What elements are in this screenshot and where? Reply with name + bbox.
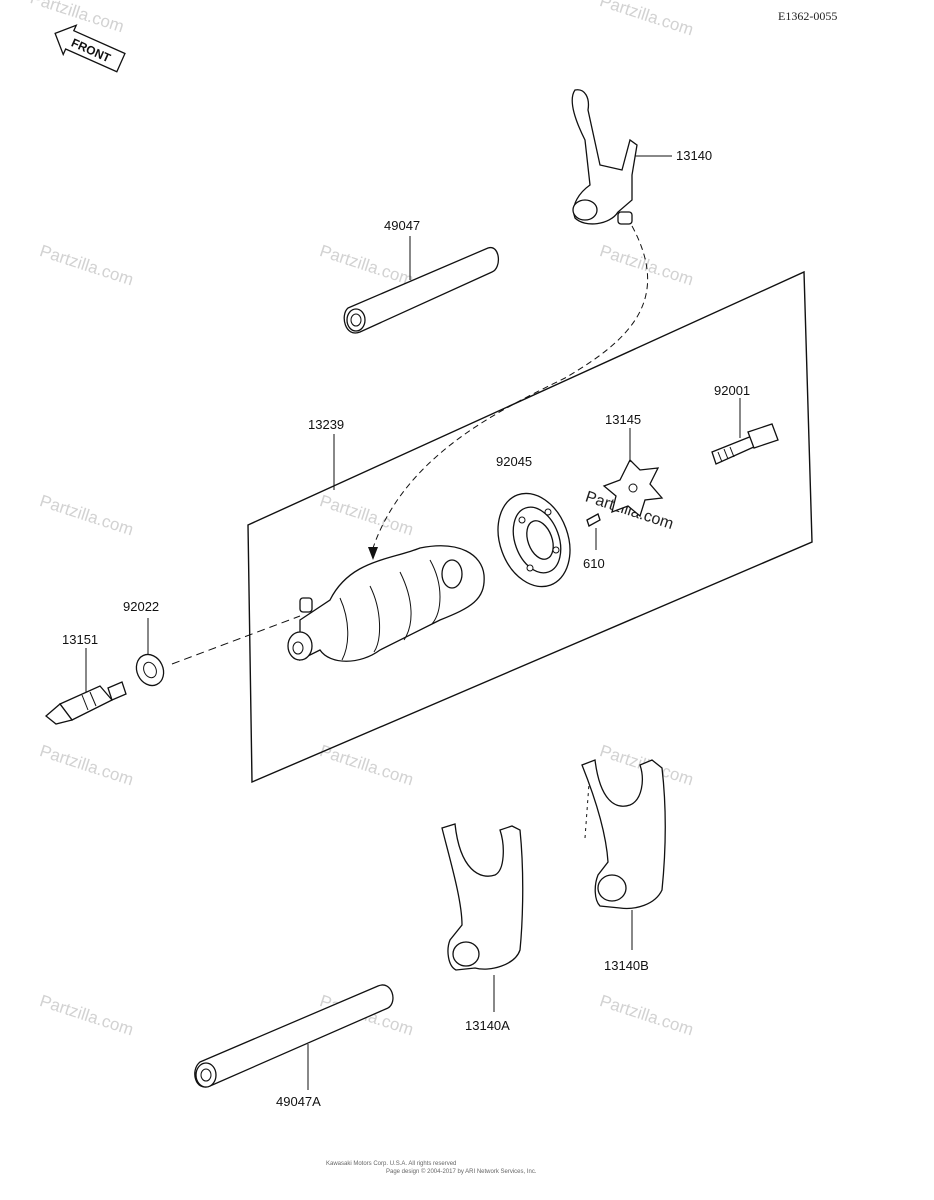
watermark: Partzilla.com [597,0,695,39]
part-number-13140B[interactable]: 13140B [604,958,649,973]
watermark: Partzilla.com [37,741,135,789]
watermark: Partzilla.com [317,241,415,289]
pin-icon[interactable] [586,513,601,527]
part-number-92001[interactable]: 92001 [714,383,750,398]
part-number-92022[interactable]: 92022 [123,599,159,614]
watermark: Partzilla.com [37,991,135,1039]
assembly-guide-line [372,225,649,549]
arrow-head-icon [368,547,378,560]
fork-shaft-icon[interactable] [343,247,499,334]
part-number-92045[interactable]: 92045 [496,454,532,469]
part-number-610[interactable]: 610 [583,556,605,571]
assembly-guide-line [171,615,301,665]
part-number-49047A[interactable]: 49047A [276,1094,321,1109]
watermark: Partzilla.com [28,0,126,36]
shift-drum-icon[interactable] [287,545,485,662]
part-number-13239[interactable]: 13239 [308,417,344,432]
diagram-code: E1362-0055 [778,9,837,23]
part-number-13145[interactable]: 13145 [605,412,641,427]
shift-fork-icon[interactable] [581,759,666,910]
part-number-13140A[interactable]: 13140A [465,1018,510,1033]
copyright-line-1: Kawasaki Motors Corp. U.S.A. All rights … [326,1161,456,1167]
neutral-switch-icon[interactable] [44,681,127,725]
part-number-49047[interactable]: 49047 [384,218,420,233]
watermark: Partzilla.com [37,241,135,289]
bolt-icon[interactable] [711,423,779,465]
assembly-panel [247,270,813,784]
watermark: Partzilla.com [317,741,415,789]
watermark: Partzilla.com [37,491,135,539]
star-pin-plate-icon[interactable] [602,458,664,518]
shift-fork-icon[interactable] [441,823,524,971]
part-number-13151[interactable]: 13151 [62,632,98,647]
washer-icon[interactable] [131,650,168,690]
copyright-line-2: Page design © 2004-2017 by ARI Network S… [386,1168,537,1175]
part-number-13140[interactable]: 13140 [676,148,712,163]
shift-fork-icon[interactable] [571,89,638,225]
ball-bearing-icon[interactable] [486,483,583,596]
watermark: Partzilla.com [597,991,695,1039]
watermark: Partzilla.com [317,491,415,539]
fork-shaft-icon[interactable] [194,984,394,1088]
